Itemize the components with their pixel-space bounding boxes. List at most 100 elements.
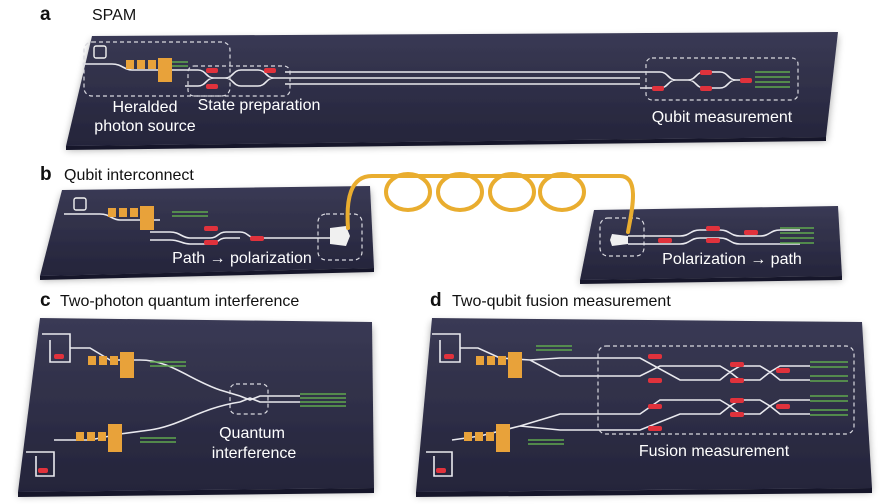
heater-pad — [126, 60, 134, 69]
polarization-coupler — [330, 226, 350, 246]
panel-d-letter: d — [430, 290, 442, 311]
heater-pad — [464, 432, 472, 441]
heater-pad-large — [158, 58, 172, 82]
phase-shifter — [436, 468, 446, 473]
phase-shifter — [700, 70, 712, 75]
heater-pad — [108, 208, 116, 217]
heater-pad — [137, 60, 145, 69]
panel-b: b Qubit interconnect Path → polarization… — [40, 164, 842, 284]
chip-c-edge — [18, 488, 374, 497]
panel-c: c Two-photon quantum interference Quantu… — [18, 290, 374, 497]
phase-shifter — [700, 86, 712, 91]
waveguide — [185, 69, 285, 87]
phase-shifter — [206, 68, 218, 73]
panel-c-letter: c — [40, 290, 51, 311]
phase-shifter — [652, 86, 664, 91]
heater-pad-large — [496, 424, 510, 452]
panel-d: d Two-qubit fusion measurement — [416, 290, 872, 497]
phase-shifter — [38, 468, 48, 473]
heater-pad-large — [140, 206, 154, 230]
heater-pad-large — [508, 352, 522, 378]
label-fusion: Fusion measurement — [639, 443, 790, 460]
heater-pad — [498, 356, 506, 365]
phase-shifter — [744, 230, 758, 235]
phase-shifter — [250, 236, 264, 241]
waveguide-long — [285, 71, 640, 85]
heater-pad — [76, 432, 84, 441]
panel-d-title: Two-qubit fusion measurement — [452, 293, 671, 310]
waveguide — [26, 401, 241, 477]
label-qubit-meas: Qubit measurement — [652, 109, 793, 126]
herald-detector — [536, 345, 572, 351]
herald-detector — [528, 439, 564, 445]
panel-b-letter: b — [40, 164, 52, 185]
fiber-loop — [384, 172, 432, 212]
heater-pad — [475, 432, 483, 441]
chip-b-left-edge — [40, 268, 374, 280]
heater-pad — [486, 432, 494, 441]
phase-shifter — [204, 240, 218, 245]
waveguide — [150, 237, 240, 245]
optical-fiber — [345, 174, 635, 234]
label-source-2: photon source — [94, 118, 196, 135]
panel-a: a SPAM Heralded photon source State prep… — [40, 4, 838, 150]
chip-b-right-edge — [580, 276, 842, 284]
phase-shifter — [706, 226, 720, 231]
phase-shifter — [648, 354, 662, 359]
fiber-loop — [538, 172, 586, 212]
heater-pad — [476, 356, 484, 365]
phase-shifter — [206, 84, 218, 89]
chip-c — [18, 318, 374, 492]
meas-box — [645, 57, 799, 101]
heater-pad — [119, 208, 127, 217]
panel-a-letter: a — [40, 4, 51, 25]
detector-array — [810, 361, 848, 416]
herald-detector — [140, 437, 176, 443]
phase-shifter — [730, 412, 744, 417]
detector-array — [755, 71, 790, 88]
heater-pad — [99, 356, 107, 365]
phase-shifter — [264, 68, 276, 73]
coupler-box-right — [599, 217, 645, 257]
chip-a — [66, 32, 838, 146]
chip-d — [416, 318, 872, 492]
phase-shifter — [730, 398, 744, 403]
chip-d-edge — [416, 488, 872, 497]
label-qi-2: interference — [212, 445, 297, 462]
fiber-loop — [436, 172, 484, 212]
phase-shifter — [706, 238, 720, 243]
phase-shifter — [730, 378, 744, 383]
waveguide — [82, 63, 185, 71]
phase-shifter — [776, 368, 790, 373]
phase-shifter — [730, 362, 744, 367]
interference-box — [229, 383, 269, 415]
heater-pad — [87, 432, 95, 441]
chip-a-edge — [66, 137, 826, 150]
waveguide — [239, 395, 300, 403]
heater-pad — [88, 356, 96, 365]
heater-pad — [98, 432, 106, 441]
detector-array — [780, 227, 814, 244]
panel-a-title: SPAM — [92, 7, 136, 24]
prep-box — [187, 65, 291, 97]
source-box — [83, 41, 231, 97]
phase-shifter — [648, 378, 662, 383]
heater-pad — [130, 208, 138, 217]
label-pol-to-path: Polarization → path — [662, 251, 802, 268]
label-qi-1: Quantum — [219, 425, 285, 442]
herald-detector — [150, 361, 186, 367]
phase-shifter — [776, 404, 790, 409]
phase-shifter — [740, 78, 752, 83]
heater-pad — [487, 356, 495, 365]
panel-c-title: Two-photon quantum interference — [60, 293, 299, 310]
panel-b-title: Qubit interconnect — [64, 167, 194, 184]
label-state-prep: State preparation — [198, 97, 321, 114]
label-path-to-pol: Path → polarization — [172, 250, 312, 267]
ring-resonator — [93, 45, 107, 59]
label-source-1: Heralded — [113, 99, 178, 116]
detector-array — [300, 393, 346, 407]
polarization-coupler — [610, 234, 628, 246]
coupler-box-left — [317, 213, 363, 261]
phase-shifter — [204, 226, 218, 231]
